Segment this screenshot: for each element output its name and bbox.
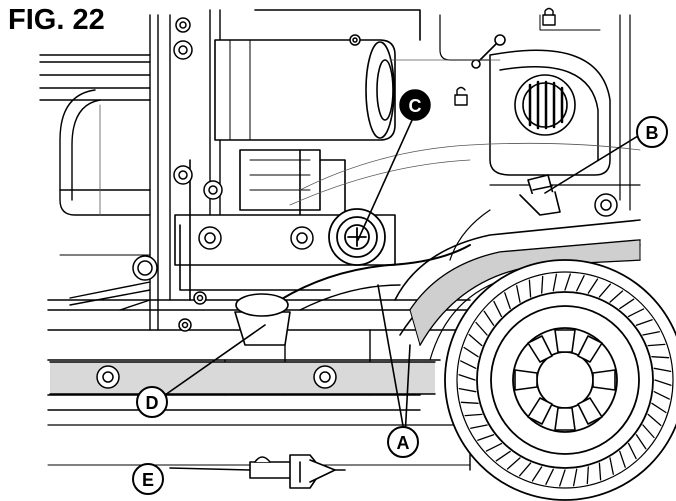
tread-mark (654, 379, 672, 386)
tread-mark (468, 333, 483, 347)
callout-a: A (387, 426, 419, 458)
leader-a-2 (404, 344, 411, 438)
tread-mark (545, 468, 554, 485)
svg-text:C: C (409, 96, 422, 116)
tread-mark (647, 343, 666, 347)
tread-mark (642, 331, 660, 336)
tread-mark (485, 442, 503, 452)
left-bracket (69, 281, 151, 311)
tread-mark (619, 298, 635, 310)
clip-d-part (234, 293, 291, 346)
tread-mark (493, 300, 503, 318)
tread-mark (528, 279, 532, 298)
tread-mark (506, 457, 521, 470)
unlock-icon (454, 86, 468, 106)
tread-mark (559, 469, 566, 487)
callout-b: B (636, 116, 668, 148)
tread-mark (495, 450, 511, 462)
svg-text:A: A (397, 433, 410, 453)
tread-mark (460, 360, 477, 369)
tread-mark (531, 466, 543, 482)
tread-mark (464, 413, 483, 417)
wheel-spokes (514, 329, 616, 431)
part-e-clip (169, 454, 346, 489)
motor-housing (214, 9, 421, 216)
adjustment-knob (514, 74, 576, 136)
tread-mark (586, 466, 589, 485)
leader-d (164, 324, 266, 396)
tread-mark (458, 387, 477, 393)
tread-mark (477, 434, 495, 441)
tread-mark (541, 275, 544, 294)
lock-icon (542, 7, 556, 26)
leader-c (357, 117, 414, 241)
clip-b-part (519, 174, 561, 216)
wrench-icon (471, 34, 506, 69)
tread-mark (598, 462, 602, 481)
ghost-lines (99, 59, 641, 216)
wheel (444, 259, 676, 501)
tread-mark (635, 434, 647, 450)
svg-text:B: B (646, 123, 659, 143)
tread-mark (642, 424, 655, 439)
tread-mark (619, 450, 626, 468)
tread-mark (609, 290, 624, 303)
tread-mark (647, 413, 662, 427)
leader-a-1 (377, 284, 406, 438)
tread-mark (475, 321, 488, 336)
tread-mark (463, 346, 479, 358)
tread-mark (460, 401, 479, 404)
tread-mark (627, 308, 645, 318)
tread-mark (518, 462, 532, 477)
leader-b (544, 135, 639, 194)
tread-mark (651, 356, 670, 359)
tread-mark (458, 374, 476, 381)
tread-mark (653, 391, 670, 400)
figure-title: FIG. 22 (6, 4, 111, 37)
svg-text:D: D (146, 393, 159, 413)
tread-mark (572, 468, 578, 487)
tread-mark (587, 278, 599, 294)
grommet (328, 208, 386, 266)
tread-mark (627, 442, 637, 460)
tread-mark (653, 367, 672, 373)
tread-mark (564, 273, 571, 291)
tread-mark (470, 424, 488, 429)
svg-text:E: E (142, 470, 154, 490)
tread-mark (651, 402, 667, 414)
tread-mark (516, 285, 521, 303)
tread-mark (483, 310, 495, 326)
wheel-tread (458, 273, 672, 487)
tread-mark (635, 319, 653, 326)
callout-d: D (136, 386, 168, 418)
tread-mark (576, 275, 585, 292)
callout-c: C (399, 89, 431, 121)
tread-mark (609, 457, 614, 475)
tread-mark (552, 273, 558, 292)
tread-mark (504, 292, 511, 310)
cable (279, 244, 471, 301)
tread-mark (598, 283, 612, 298)
leader-lines (164, 117, 639, 438)
callout-e: E (132, 463, 164, 495)
bolt-heads (96, 17, 618, 389)
